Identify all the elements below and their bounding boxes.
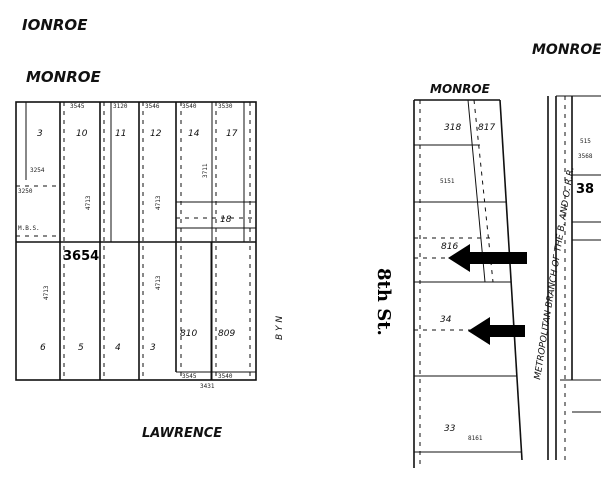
lot-number: 515 xyxy=(580,138,591,145)
lot-number: 3540 xyxy=(218,373,233,380)
lot-number: 3530 xyxy=(218,103,233,110)
lot-label: 18 xyxy=(220,215,232,225)
lot-number: 3120 xyxy=(113,103,128,110)
lot-number: 3546 xyxy=(145,103,160,110)
lower-arrow xyxy=(468,317,525,345)
left-block-outline xyxy=(15,101,257,381)
lot-label: 4 xyxy=(115,343,121,353)
lot-label: 34 xyxy=(440,315,452,325)
lot-label: 14 xyxy=(188,129,200,139)
lot-number: 3254 xyxy=(30,167,45,174)
street-label-b: B Y N xyxy=(275,316,285,340)
lot-number: 3545 xyxy=(182,373,197,380)
lot-number: 3568 xyxy=(578,153,593,160)
street-label-8th-st: 8th St. xyxy=(373,268,394,336)
lot-label: 817 xyxy=(478,123,495,133)
lot-label: 17 xyxy=(226,129,238,139)
lot-number: 4713 xyxy=(155,275,162,290)
right-edge-block xyxy=(547,95,601,460)
lot-number: 5151 xyxy=(440,178,455,185)
lot-label: 5 xyxy=(78,343,84,353)
square-number: 3654 xyxy=(63,249,99,264)
lot-number: 3545 xyxy=(70,103,85,110)
lot-label: 318 xyxy=(444,123,461,133)
lot-number: 8161 xyxy=(468,435,483,442)
left-block xyxy=(15,101,257,381)
street-label-monroe-top-left: IONROE xyxy=(22,16,88,34)
railroad-label: METROPOLITAN BRANCH OF THE B. AND O. R.R… xyxy=(533,166,577,380)
lot-label: 12 xyxy=(150,129,162,139)
lot-label: 10 xyxy=(76,129,88,139)
street-label-monroe-left-block: MONROE xyxy=(26,68,102,86)
right-block xyxy=(413,99,523,468)
lot-number: 3431 xyxy=(200,383,215,390)
upper-arrow xyxy=(448,244,527,272)
lot-number: 3250 xyxy=(18,188,33,195)
lot-number: 4713 xyxy=(43,285,50,300)
street-label-monroe-top-right: MONROE xyxy=(532,42,601,58)
mbs-label: M.B.S. xyxy=(18,225,40,232)
lot-number: 3540 xyxy=(182,103,197,110)
square-number-right: 38 xyxy=(576,182,594,197)
lot-label: 11 xyxy=(115,129,126,139)
street-label-monroe-right-block: MONROE xyxy=(430,82,491,96)
lot-number: 4713 xyxy=(155,195,162,210)
lot-label: 3 xyxy=(37,129,43,139)
lot-label: 810 xyxy=(180,329,197,339)
lot-label: 809 xyxy=(218,329,235,339)
lot-label: 6 xyxy=(40,343,46,353)
street-label-lawrence: LAWRENCE xyxy=(142,426,222,441)
lot-label: 33 xyxy=(444,424,456,434)
lot-label: 816 xyxy=(441,242,458,252)
lot-label: 3 xyxy=(150,343,156,353)
lot-number: 3711 xyxy=(202,163,209,178)
lot-number: 4713 xyxy=(85,195,92,210)
